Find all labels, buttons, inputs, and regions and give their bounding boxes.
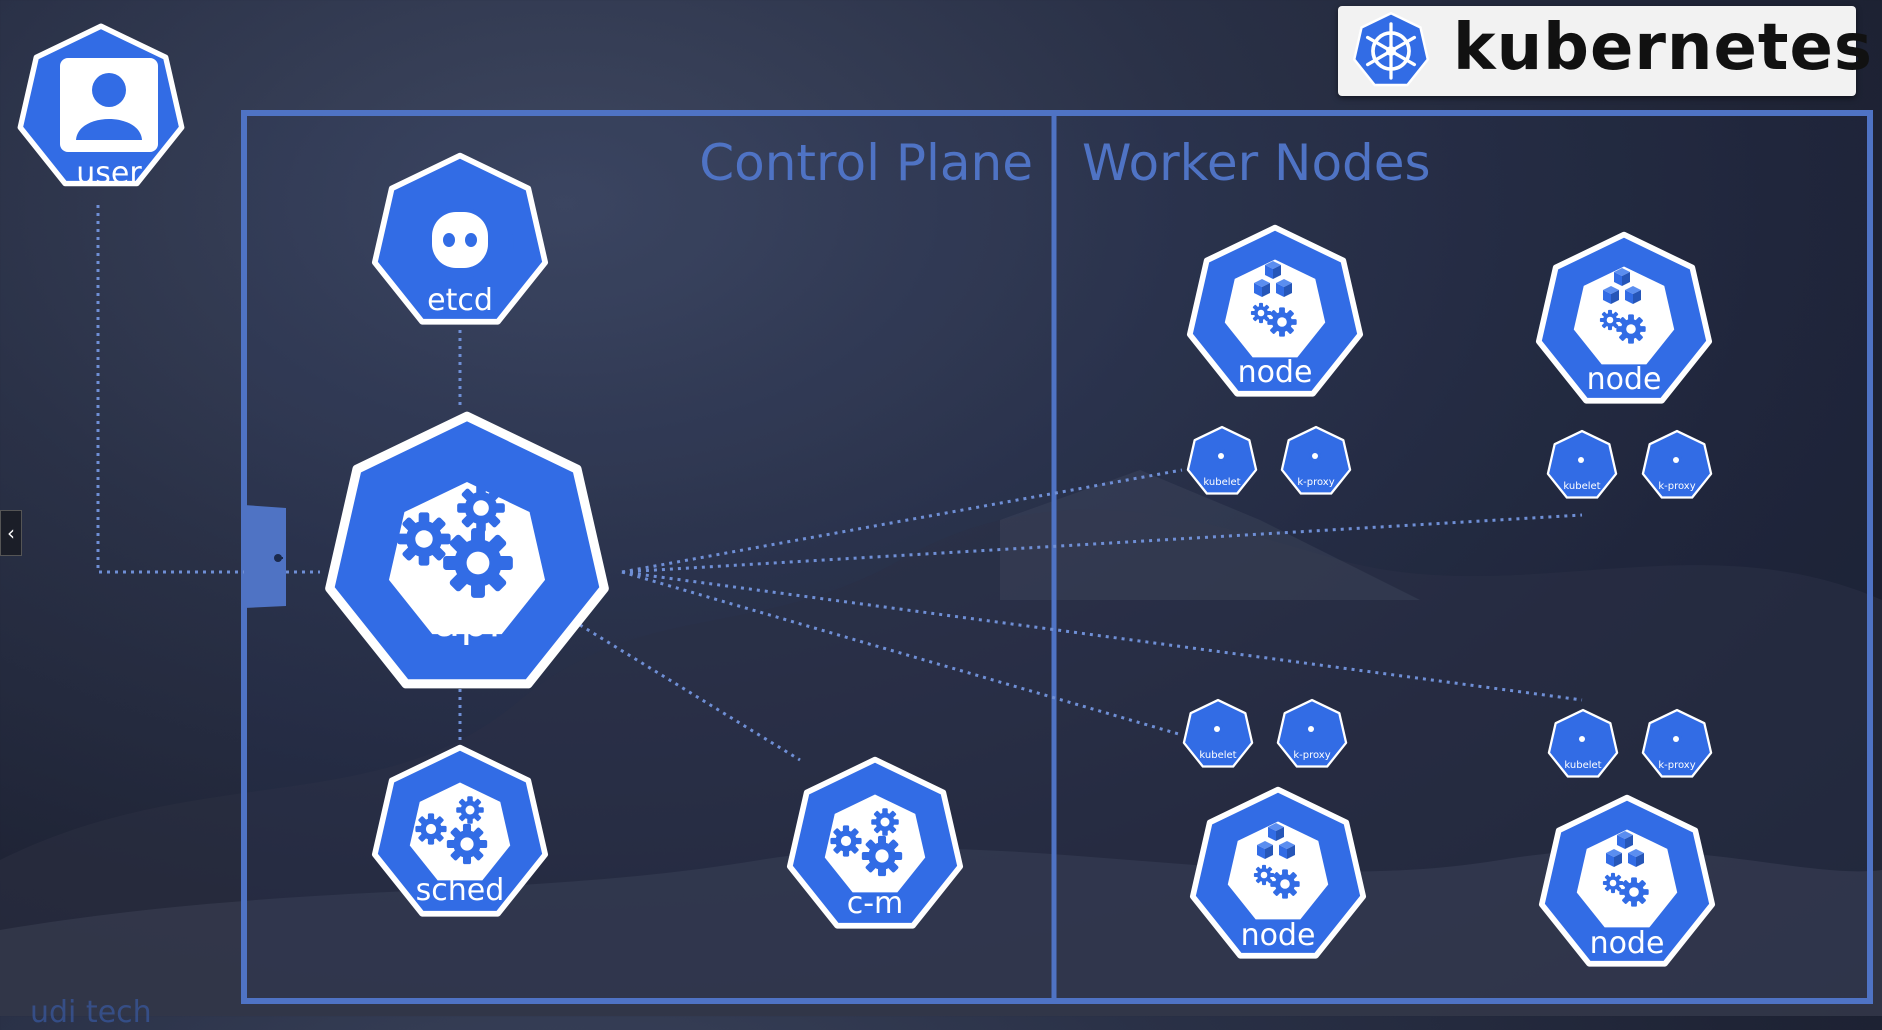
kubelet-label: kubelet xyxy=(1563,481,1600,492)
kproxy-label: k-proxy xyxy=(1293,750,1330,761)
kproxy-badge[interactable]: k-proxy xyxy=(1641,429,1713,499)
sched-component[interactable]: sched xyxy=(375,748,545,914)
api-gate xyxy=(244,505,286,608)
kubelet-label: kubelet xyxy=(1199,750,1236,761)
chevron-left-icon: ‹ xyxy=(7,521,15,545)
node-label: node xyxy=(1241,918,1316,953)
kproxy-badge[interactable]: k-proxy xyxy=(1276,698,1348,768)
kproxy-badge[interactable]: k-proxy xyxy=(1280,425,1352,495)
user-icon xyxy=(60,58,158,152)
kproxy-label: k-proxy xyxy=(1297,477,1334,488)
node-label: node xyxy=(1590,926,1665,961)
kproxy-label: k-proxy xyxy=(1658,760,1695,771)
connectors xyxy=(96,205,1583,762)
worker-node[interactable]: node xyxy=(1193,790,1363,956)
watermark: udi tech xyxy=(30,995,152,1030)
kubelet-badge[interactable]: kubelet xyxy=(1182,698,1254,768)
sched-label: sched xyxy=(416,873,505,908)
etcd-label: etcd xyxy=(427,283,493,318)
user-component[interactable]: user xyxy=(20,26,181,191)
kproxy-badge[interactable]: k-proxy xyxy=(1641,708,1713,778)
kubernetes-logo: kubernetes xyxy=(1338,6,1872,96)
kubernetes-wordmark: kubernetes xyxy=(1453,11,1873,85)
api-component[interactable]: api xyxy=(330,416,604,684)
worker-nodes-title: Worker Nodes xyxy=(1082,134,1431,192)
worker-node[interactable]: node xyxy=(1539,235,1709,401)
etcd-component[interactable]: etcd xyxy=(375,156,545,322)
worker-node[interactable]: node xyxy=(1542,798,1712,964)
kubelet-badge[interactable]: kubelet xyxy=(1547,708,1619,778)
kubelet-label: kubelet xyxy=(1203,477,1240,488)
cm-component[interactable]: c-m xyxy=(790,760,960,926)
etcd-icon xyxy=(406,189,514,297)
user-label: user xyxy=(76,156,142,191)
kubelet-label: kubelet xyxy=(1564,760,1601,771)
control-plane-title: Control Plane xyxy=(699,134,1033,192)
previous-slide-button[interactable]: ‹ xyxy=(0,510,22,556)
kproxy-label: k-proxy xyxy=(1658,481,1695,492)
kubelet-badge[interactable]: kubelet xyxy=(1546,429,1618,499)
helm-wheel-icon xyxy=(1352,11,1430,87)
cm-label: c-m xyxy=(847,886,904,921)
api-label: api xyxy=(433,596,500,647)
node-label: node xyxy=(1238,355,1313,390)
kubelet-badge[interactable]: kubelet xyxy=(1186,425,1258,495)
worker-node[interactable]: node xyxy=(1190,228,1360,394)
node-label: node xyxy=(1587,362,1662,397)
